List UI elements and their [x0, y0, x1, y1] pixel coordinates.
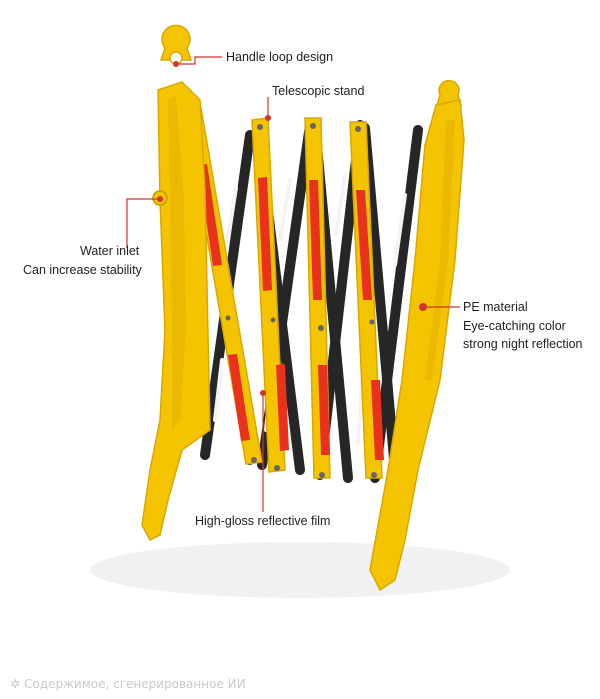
- label-water-inlet-detail: Can increase stability: [23, 263, 142, 277]
- label-pe-material: PE material: [463, 300, 528, 314]
- label-night-reflection: strong night reflection: [463, 337, 583, 351]
- label-eye-catching-color: Eye-catching color: [463, 319, 566, 333]
- left-post: [141, 24, 211, 541]
- callout-water-line: [126, 198, 160, 248]
- watermark-text: Содержимое, сгенерированное ИИ: [24, 677, 246, 691]
- label-handle-loop: Handle loop design: [226, 50, 334, 64]
- label-reflective-film: High-gloss reflective film: [195, 514, 331, 528]
- label-water-inlet: Water inlet: [80, 244, 140, 258]
- right-post: [369, 79, 465, 592]
- ground-shadow: [90, 542, 510, 598]
- sparkle-icon: ✲: [10, 677, 21, 691]
- callout-handle-line: [176, 56, 222, 65]
- callout-lines: [126, 56, 460, 512]
- label-telescopic-stand: Telescopic stand: [272, 84, 365, 98]
- ai-content-watermark: ✲Содержимое, сгенерированное ИИ: [10, 677, 246, 691]
